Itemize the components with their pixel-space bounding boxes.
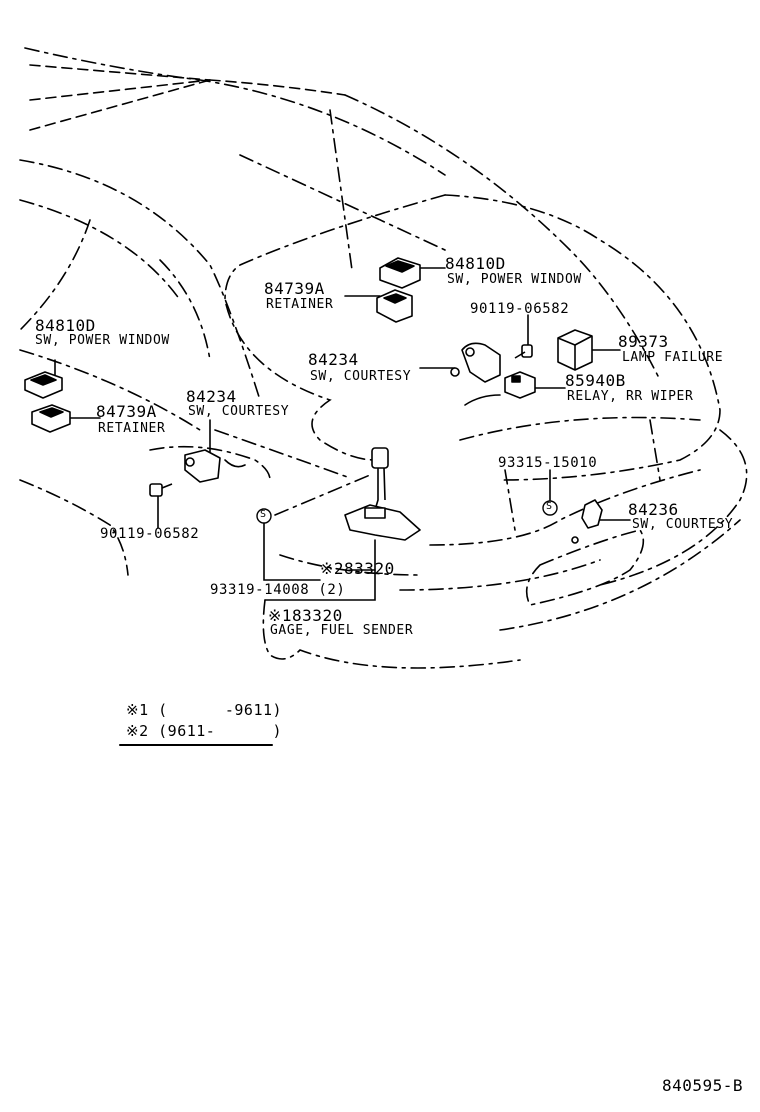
screw-left [149,483,173,497]
courtesy-switch-right [571,499,603,544]
bumper-top [599,429,748,586]
power-window-switch-left [24,371,63,399]
left-arch-inner [149,445,271,481]
trunk-floor [429,469,701,546]
lamp-failure-sensor [557,329,593,371]
courtesy-switch-rear [450,342,501,383]
quarter-line [19,349,201,431]
callout-relay-pn: 85940B [565,371,626,390]
roof-line-1 [24,47,446,176]
leader-gage [264,539,376,601]
roof-rear [344,94,661,381]
note-1: ※1 ( -9611) [126,701,283,719]
figure-id: 840595-B [662,1076,744,1095]
relay-rr-wiper [504,371,536,399]
body-left-top [19,159,261,401]
retainer-rear [376,289,413,323]
leader-left-wire [224,459,246,468]
plug-icon-right: S [546,501,553,512]
callout-courtesy-rear-name: SW, COURTESY [310,369,412,384]
plug-symbol-left [256,508,272,524]
pillar-line [329,109,353,271]
trunk-lid [224,194,446,461]
callout-gage-name: GAGE, FUEL SENDER [270,623,414,638]
screw-upper [514,344,533,359]
window-line [239,154,446,251]
callout-sw-power-window-rear-name: SW, POWER WINDOW [447,272,582,287]
callout-screw-upper-pn: 90119-06582 [470,301,570,317]
power-window-switch-rear [379,257,421,289]
center-left-line [214,429,351,479]
callout-gage-alt-pn: ※283320 [320,559,395,578]
trunk-inner [459,416,701,441]
callout-lamp-failure-name: LAMP FAILURE [622,350,724,365]
plug-icon-left: S [260,509,267,520]
callout-courtesy-right-name: SW, COURTESY [632,517,734,532]
roof-line-5 [209,79,346,96]
c-pillar [19,219,91,331]
callout-sw-power-window-left-name: SW, POWER WINDOW [35,333,170,348]
center-floor [274,474,371,516]
pillar-rear-1 [649,419,661,481]
callout-retainer-rear-name: RETAINER [266,297,334,312]
roof-line-2 [29,64,211,81]
callout-courtesy-right-pn: 84236 [628,500,679,519]
callout-relay-name: RELAY, RR WIPER [567,389,694,404]
callout-gage-pn: ※183320 [268,606,343,625]
note-2: ※2 (9611- ) [126,722,283,740]
trunk-edge [444,194,721,481]
callout-lamp-failure-pn: 89373 [618,332,669,351]
license-recess [525,529,645,606]
leader-relay-wire [464,394,501,406]
callout-plug-right-pn: 93315-15010 [498,455,598,471]
retainer-left [31,404,71,433]
bumper-low [499,519,741,631]
plug-symbol-right [542,500,558,516]
callout-retainer-left-pn: 84739A [96,402,157,421]
trunk-floor-2 [399,559,601,591]
callout-courtesy-rear-pn: 84234 [308,350,359,369]
callout-plug-center-pn: 93319-14008 (2) [210,582,346,598]
callout-sw-power-window-rear-pn: 84810D [445,254,506,273]
callout-retainer-rear-pn: 84739A [264,279,325,298]
callout-retainer-left-name: RETAINER [98,421,166,436]
leader-plug-center [263,522,321,581]
callout-courtesy-left-pn: 84234 [186,387,237,406]
roof-line-4 [29,79,211,131]
door-line [159,259,211,361]
courtesy-switch-left [184,449,221,483]
roof-line-3 [29,79,211,101]
callout-screw-left-pn: 90119-06582 [100,526,200,542]
center-floor-2 [279,554,421,576]
fuel-outline [262,599,521,669]
callout-sw-power-window-left-pn: 84810D [35,316,96,335]
fuel-sender-gage [344,447,421,541]
callout-courtesy-left-name: SW, COURTESY [188,404,290,419]
left-wheel-arch [19,479,129,576]
pillar-rear-2 [504,469,516,531]
